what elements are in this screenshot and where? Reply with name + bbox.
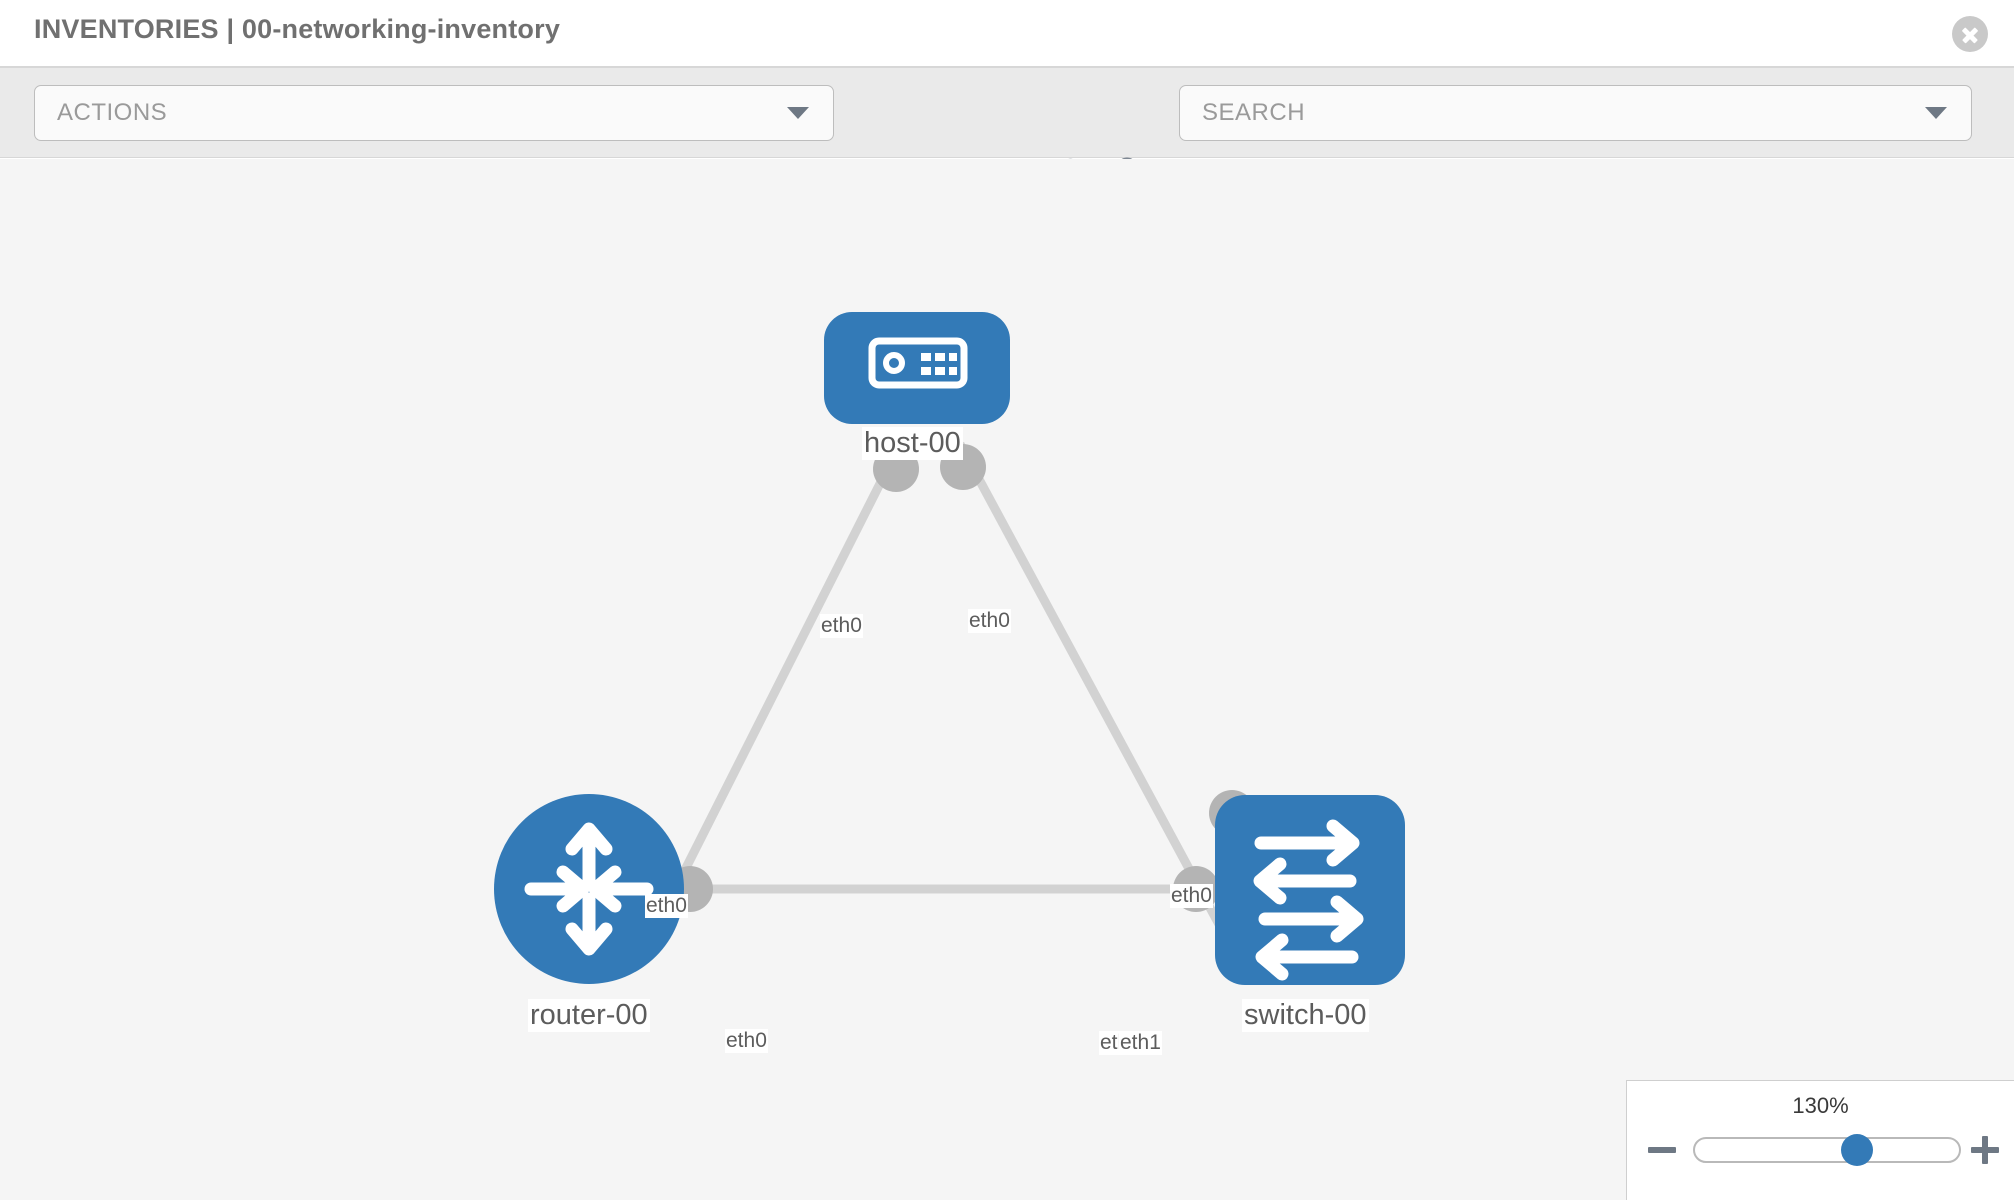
node-label-router-00: router-00 (528, 999, 650, 1032)
zoom-percent-label: 130% (1792, 1093, 1849, 1118)
iface-label: eth0 (645, 894, 688, 918)
node-host-00 (824, 312, 1010, 424)
iface-label: eth0 (820, 614, 863, 638)
minus-icon[interactable] (1645, 1133, 1679, 1167)
topology-links (635, 441, 1239, 962)
node-label-host-00: host-00 (862, 427, 963, 460)
window-header: INVENTORIES | 00-networking-inventory (0, 0, 2014, 68)
iface-label: eth0 (1170, 884, 1213, 908)
topology-graph (494, 312, 1405, 985)
zoom-slider-thumb[interactable] (1841, 1134, 1874, 1166)
node-switch-00 (1215, 795, 1405, 985)
node-router-00 (494, 794, 684, 984)
zoom-control-panel: 130% (1626, 1080, 2014, 1200)
chevron-down-icon (1925, 107, 1947, 119)
zoom-slider[interactable] (1693, 1134, 1961, 1166)
topology-canvas[interactable]: host-00 router-00 switch-00 eth0 eth0 et… (0, 159, 2014, 1200)
chevron-down-icon (787, 107, 809, 119)
iface-label: eth0 (968, 609, 1011, 633)
iface-label: eth0 (725, 1029, 768, 1053)
search-placeholder: SEARCH (1202, 99, 1306, 126)
iface-label: eth1 (1119, 1031, 1162, 1055)
topology-connectors (667, 444, 1255, 912)
page-title: INVENTORIES | 00-networking-inventory (34, 14, 561, 44)
plus-icon[interactable] (1968, 1133, 2002, 1167)
search-input[interactable]: SEARCH (1179, 85, 1972, 141)
close-icon[interactable] (1952, 16, 1988, 52)
toolbar: ACTIONS SEARCH (0, 68, 2014, 193)
actions-dropdown-label: ACTIONS (57, 99, 168, 126)
node-label-switch-00: switch-00 (1242, 999, 1369, 1032)
actions-dropdown[interactable]: ACTIONS (34, 85, 834, 141)
